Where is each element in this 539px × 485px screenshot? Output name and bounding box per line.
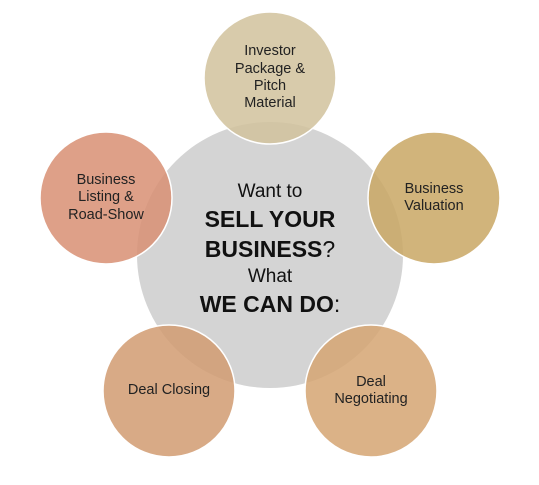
business-valuation-circle xyxy=(367,131,501,265)
center-headline: Want to SELL YOUR BUSINESS? What WE CAN … xyxy=(170,170,370,330)
center-hub-circle xyxy=(137,122,403,388)
center-we-can-do-words: WE CAN DO xyxy=(199,290,334,317)
deal-negotiating-label: Deal Negotiating xyxy=(334,373,408,407)
investor-package-circle xyxy=(203,11,337,145)
business-listing-circle xyxy=(39,131,173,265)
business-listing-label: Business Listing & Road-Show xyxy=(68,171,144,223)
center-line-sell-your: SELL YOUR xyxy=(204,206,336,233)
deal-negotiating-circle xyxy=(304,324,438,458)
center-line-business: BUSINESS? xyxy=(205,235,335,265)
center-line-we-can-do: WE CAN DO: xyxy=(200,290,341,320)
business-valuation-label: Business Valuation xyxy=(404,180,464,214)
center-line-what: What xyxy=(247,265,293,287)
deal-closing-label: Deal Closing xyxy=(127,382,211,399)
center-question-mark: ? xyxy=(322,236,336,263)
center-colon: : xyxy=(333,290,341,317)
center-line-want-to: Want to xyxy=(237,181,303,203)
deal-closing-circle xyxy=(102,324,236,458)
investor-package-label: Investor Package & Pitch Material xyxy=(234,43,306,112)
center-business-word: BUSINESS xyxy=(204,236,323,263)
